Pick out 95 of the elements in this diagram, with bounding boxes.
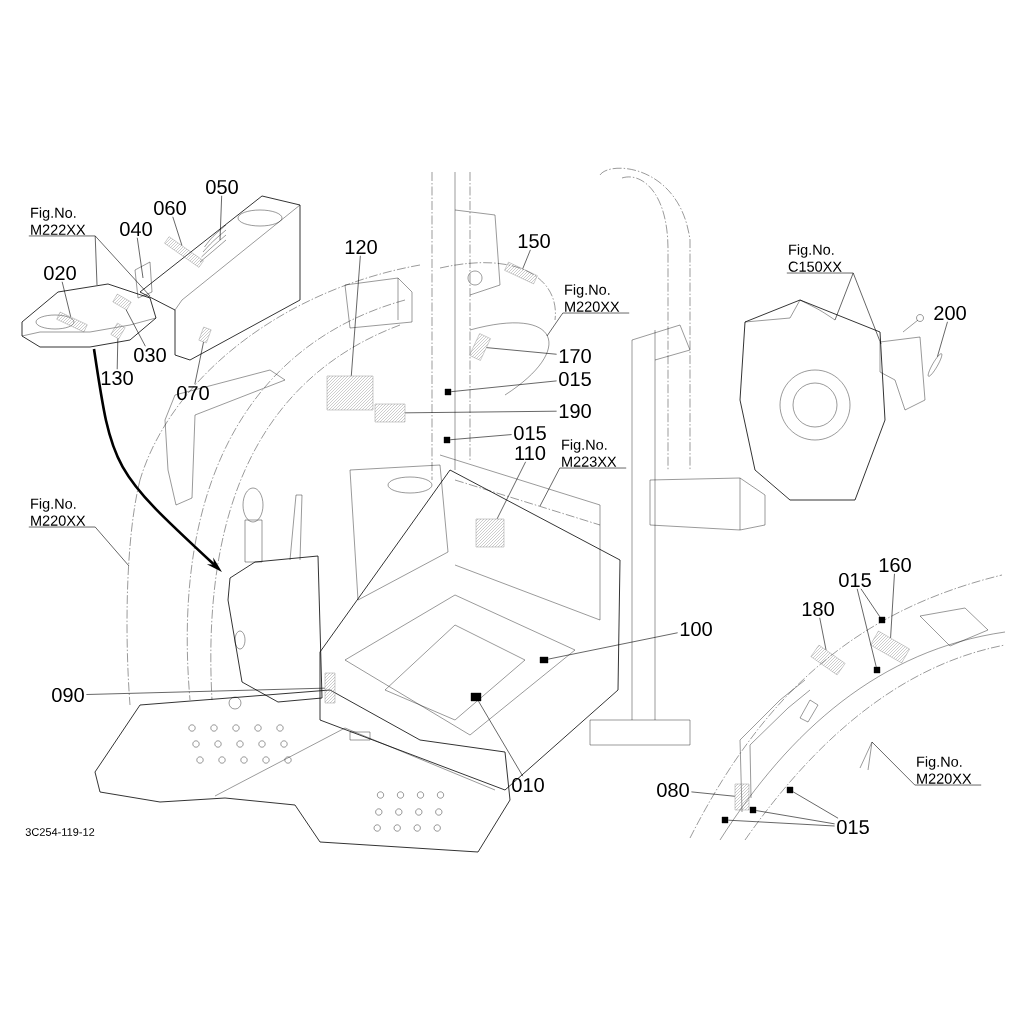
decal — [374, 403, 406, 423]
leader-line — [852, 272, 882, 345]
leader-line — [404, 410, 557, 414]
leader-line — [792, 791, 839, 819]
leader-line — [116, 338, 119, 370]
callout-number: 040 — [120, 221, 152, 237]
leader-line — [449, 434, 512, 441]
bolt — [443, 436, 451, 444]
callout-number: 060 — [154, 200, 186, 216]
callout-number: 090 — [52, 687, 84, 703]
panel-drawing — [469, 322, 550, 396]
callout-number: 010 — [512, 777, 544, 793]
callout-number: 110 — [515, 445, 546, 461]
leader-line — [546, 312, 564, 337]
callout-number: 015 — [559, 371, 591, 387]
callout-number: 050 — [206, 179, 238, 195]
callout-number: 170 — [559, 348, 591, 364]
bolt — [749, 806, 757, 814]
leader-line — [478, 700, 524, 777]
leader-line — [496, 461, 526, 520]
leader-line — [871, 741, 916, 786]
leader-line — [172, 216, 183, 246]
decal — [469, 333, 491, 361]
bolt — [444, 388, 452, 396]
bolt — [539, 656, 549, 664]
decal — [198, 326, 212, 344]
leader-line — [194, 341, 204, 385]
callout-number: 190 — [559, 403, 591, 419]
fender-edge-drawing — [126, 479, 141, 706]
bolt — [721, 816, 729, 824]
flange-drawing — [859, 741, 873, 771]
leader-line — [834, 272, 854, 321]
callout-number: 130 — [101, 370, 133, 386]
leader-line — [856, 588, 877, 668]
callout-number: 160 — [879, 557, 911, 573]
leader-line — [727, 819, 835, 827]
figure-reference: Fig.No. M222XX — [28, 207, 96, 237]
leader-line — [522, 249, 531, 269]
bracket-drawing — [879, 314, 926, 411]
figure-reference: Fig.No. M220XX — [28, 498, 96, 528]
bolt — [786, 786, 794, 794]
leader-line — [539, 467, 561, 507]
leader-line — [819, 617, 827, 651]
callout-number: 080 — [657, 782, 689, 798]
leader-line — [450, 380, 557, 392]
callout-number: 015 — [837, 819, 869, 835]
callout-number: 015 — [839, 572, 871, 588]
leader-line — [86, 687, 326, 695]
callout-number: 180 — [802, 601, 834, 617]
leader-line — [547, 632, 678, 660]
housing-drawing — [739, 299, 886, 501]
leader-line — [890, 573, 895, 639]
decal — [324, 672, 336, 704]
leader-line — [691, 791, 736, 797]
leader-line — [94, 235, 98, 286]
leader-line — [486, 347, 557, 355]
callout-number: 150 — [518, 233, 550, 249]
figure-reference: Fig.No. M223XX — [559, 439, 627, 469]
bolt — [470, 692, 482, 702]
leader-line — [94, 235, 151, 297]
decal — [504, 261, 538, 285]
callout-number: 200 — [934, 305, 966, 321]
decal — [870, 630, 910, 664]
decal — [734, 783, 750, 811]
decal — [326, 375, 374, 411]
figure-reference: Fig.No. M220XX — [562, 284, 630, 314]
leader-line — [125, 309, 146, 347]
leader-line — [94, 526, 130, 567]
callout-number: 120 — [345, 239, 377, 255]
figure-reference: Fig.No. M220XX — [914, 756, 982, 786]
callout-number: 100 — [680, 621, 712, 637]
figure-reference: Fig.No. C150XX — [786, 244, 854, 274]
leader-line — [860, 588, 881, 618]
callout-number: 030 — [134, 347, 166, 363]
decal — [164, 236, 204, 268]
armrest-drawing — [21, 283, 157, 348]
leader-line — [755, 810, 835, 825]
decal — [56, 311, 88, 333]
drawing-number: 3C254-119-12 — [25, 828, 95, 836]
leader-line — [61, 281, 71, 318]
callout-number: 020 — [44, 265, 76, 281]
decal — [475, 518, 505, 548]
callout-number: 015 — [514, 425, 546, 441]
leader-line — [937, 321, 948, 357]
callout-number: 070 — [177, 385, 209, 401]
bolt — [878, 616, 886, 624]
leader-line — [136, 237, 144, 279]
washer — [927, 353, 943, 377]
decal — [110, 322, 126, 340]
control-console-drawing — [227, 487, 323, 703]
bolt — [873, 666, 881, 674]
leader-line — [351, 255, 361, 377]
decal — [112, 293, 132, 311]
decal — [810, 644, 846, 676]
leader-line — [219, 195, 222, 241]
